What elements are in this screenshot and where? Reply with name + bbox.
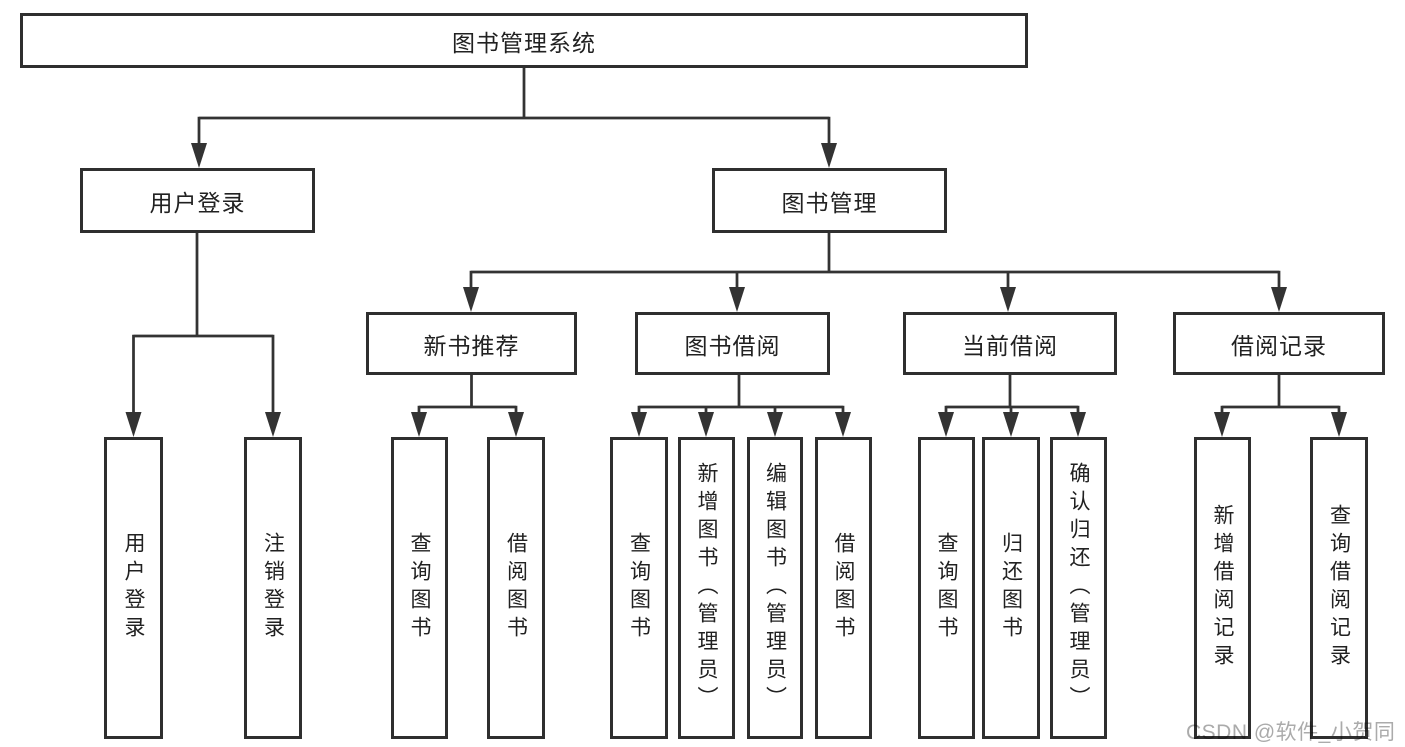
arrow-down-icon bbox=[729, 287, 745, 312]
arrow-down-icon bbox=[508, 412, 524, 437]
node-label: 当前借阅 bbox=[962, 332, 1058, 359]
leaf-label: 注销登录 bbox=[261, 532, 285, 644]
leaf-logout: 注销登录 bbox=[244, 437, 302, 739]
leaf-edit-books-admin: 编辑图书（管理员） bbox=[747, 437, 803, 739]
leaf-borrow-books-recommend: 借阅图书 bbox=[487, 437, 545, 739]
node-label: 新书推荐 bbox=[423, 332, 520, 359]
arrowheads bbox=[125, 143, 1347, 437]
connector-newbook-split bbox=[417, 375, 518, 420]
node-library-system: 图书管理系统 bbox=[20, 13, 1028, 68]
arrow-down-icon bbox=[1331, 412, 1347, 437]
leaf-label: 查询借阅记录 bbox=[1327, 504, 1351, 672]
node-label: 图书管理系统 bbox=[452, 29, 596, 56]
arrow-down-icon bbox=[463, 287, 479, 312]
arrow-down-icon bbox=[835, 412, 851, 437]
arrow-down-icon bbox=[1000, 287, 1016, 312]
leaf-label: 查询图书 bbox=[627, 532, 651, 644]
leaf-user-login: 用户登录 bbox=[104, 437, 163, 739]
leaf-label: 确认归还（管理员） bbox=[1067, 462, 1091, 714]
node-label: 用户登录 bbox=[149, 189, 246, 216]
leaf-label: 新增借阅记录 bbox=[1211, 504, 1235, 672]
leaf-borrow-books: 借阅图书 bbox=[815, 437, 872, 739]
arrow-down-icon bbox=[125, 412, 142, 437]
leaf-query-books-current: 查询图书 bbox=[918, 437, 975, 739]
connector-root-split bbox=[197, 68, 831, 150]
leaf-label: 新增图书（管理员） bbox=[695, 462, 719, 714]
arrow-down-icon bbox=[265, 412, 281, 437]
connector-management-split bbox=[469, 233, 1281, 295]
node-current-borrow: 当前借阅 bbox=[903, 312, 1117, 375]
arrow-down-icon bbox=[191, 143, 207, 168]
connector-login-split bbox=[132, 233, 275, 420]
arrow-down-icon bbox=[1214, 412, 1230, 437]
arrow-down-icon bbox=[631, 412, 647, 437]
leaf-label: 查询图书 bbox=[408, 532, 432, 644]
connector-records-split bbox=[1220, 375, 1341, 420]
leaf-query-borrow-record: 查询借阅记录 bbox=[1310, 437, 1368, 739]
connector-borrow-split bbox=[637, 375, 845, 420]
leaf-query-books-recommend: 查询图书 bbox=[391, 437, 448, 739]
leaf-label: 借阅图书 bbox=[832, 532, 856, 644]
arrow-down-icon bbox=[698, 412, 714, 437]
node-book-borrow: 图书借阅 bbox=[635, 312, 830, 375]
arrow-down-icon bbox=[767, 412, 783, 437]
arrow-down-icon bbox=[1271, 287, 1287, 312]
arrow-down-icon bbox=[1070, 412, 1086, 437]
node-label: 借阅记录 bbox=[1231, 332, 1327, 359]
leaf-label: 归还图书 bbox=[999, 532, 1023, 644]
node-label: 图书管理 bbox=[781, 189, 878, 216]
arrow-down-icon bbox=[1003, 412, 1019, 437]
arrow-down-icon bbox=[411, 412, 427, 437]
leaf-label: 借阅图书 bbox=[504, 532, 528, 644]
watermark: CSDN @软件_小贺同学 bbox=[1186, 721, 1396, 744]
leaf-confirm-return-admin: 确认归还（管理员） bbox=[1050, 437, 1107, 739]
node-label: 图书借阅 bbox=[684, 332, 781, 359]
node-book-management: 图书管理 bbox=[712, 168, 947, 233]
node-user-login: 用户登录 bbox=[80, 168, 315, 233]
leaf-query-books-borrow: 查询图书 bbox=[610, 437, 668, 739]
leaf-label: 编辑图书（管理员） bbox=[763, 462, 787, 714]
node-new-book-recommend: 新书推荐 bbox=[366, 312, 577, 375]
leaf-add-books-admin: 新增图书（管理员） bbox=[678, 437, 735, 739]
node-borrow-records: 借阅记录 bbox=[1173, 312, 1385, 375]
arrow-down-icon bbox=[938, 412, 954, 437]
leaf-return-books: 归还图书 bbox=[982, 437, 1040, 739]
leaf-label: 用户登录 bbox=[122, 532, 146, 644]
arrow-down-icon bbox=[821, 143, 837, 168]
leaf-add-borrow-record: 新增借阅记录 bbox=[1194, 437, 1251, 739]
leaf-label: 查询图书 bbox=[935, 532, 959, 644]
